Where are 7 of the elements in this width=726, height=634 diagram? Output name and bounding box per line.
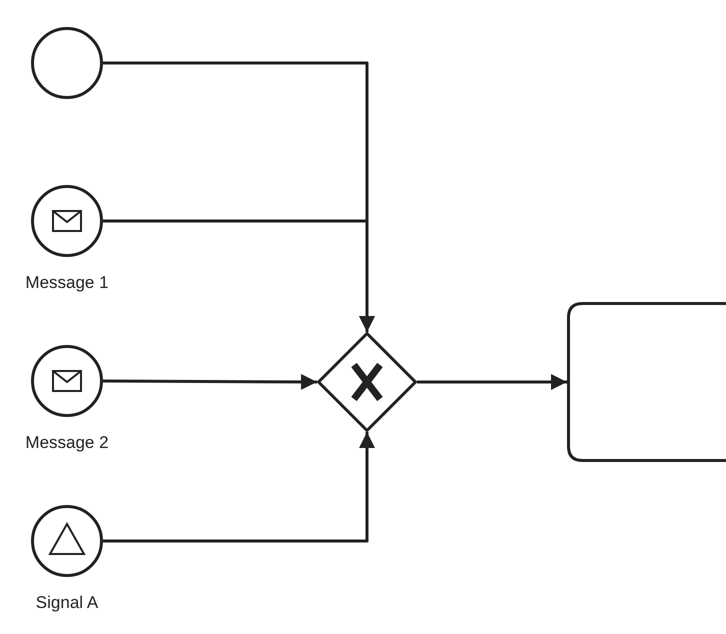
sequence-flow-arrow	[103, 374, 317, 390]
sequence-flow-arrow	[103, 220, 375, 332]
sequence-flow-arrow	[103, 432, 375, 542]
event-label: Message 1	[24, 273, 110, 293]
sequence-flow-arrow	[417, 374, 567, 390]
event-label: Signal A	[34, 593, 100, 613]
event-label: Message 2	[24, 433, 110, 453]
